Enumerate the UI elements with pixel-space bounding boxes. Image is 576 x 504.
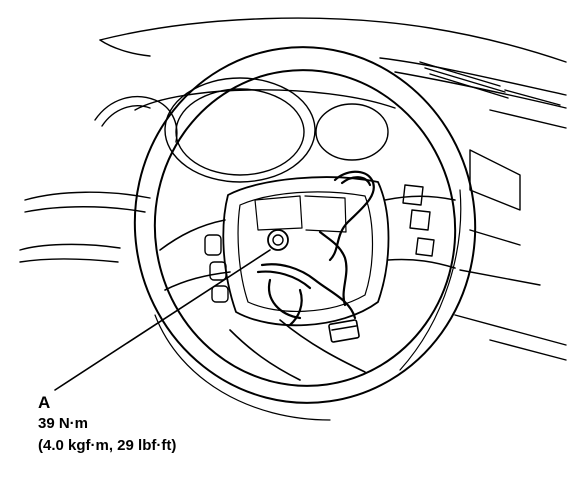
steering-wheel-rim (133, 46, 477, 421)
wiring-harness (256, 170, 375, 327)
dashboard (19, 17, 567, 361)
torque-value: 39 N·m (38, 415, 89, 432)
spoke-buttons (204, 184, 435, 303)
torque-value-alt-units: (4.0 kgf·m, 29 lbf·ft) (38, 437, 177, 454)
leader-line-a (54, 249, 271, 391)
callout-letter: A (38, 393, 51, 412)
steering-wheel-hub (222, 176, 390, 327)
connector (328, 319, 360, 343)
steering-wheel-spokes (159, 195, 456, 381)
